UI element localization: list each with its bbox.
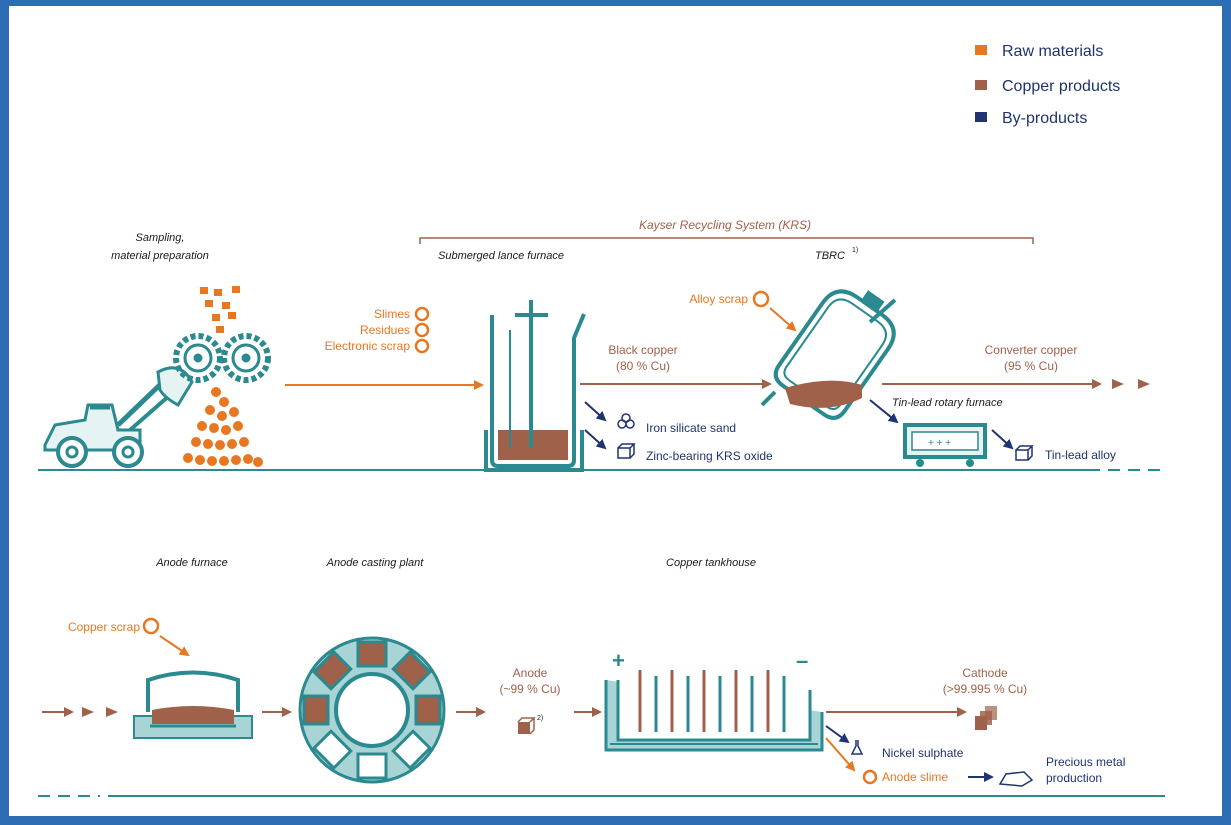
svg-text:+ + +: + + +: [928, 438, 951, 449]
legend: Raw materials Copper products By-product…: [975, 43, 1120, 127]
material-falling-icon: [200, 286, 240, 333]
material-pile-icon: [183, 387, 263, 467]
tin-lead-alloy-label: Tin-lead alloy: [1045, 448, 1116, 462]
flask-icon: [850, 740, 864, 755]
submerged-lance-furnace-icon: [484, 300, 586, 472]
anode-label: Anode: [513, 666, 548, 680]
tbrc-label: TBRC: [815, 250, 845, 262]
sampling-label-1: Sampling,: [136, 232, 185, 244]
alloy-scrap-recycle-icon: [752, 290, 770, 308]
legend-swatch-raw: [975, 45, 987, 55]
anode-slime-arrow: [825, 737, 856, 772]
zinc-oxide-label: Zinc-bearing KRS oxide: [646, 449, 773, 463]
alloy-scrap-arrow: [769, 307, 797, 332]
tin-lead-furnace-icon: + + +: [903, 423, 987, 467]
continuation-arrowheads-bottom: [82, 707, 118, 717]
tin-lead-alloy-arrow: [991, 429, 1014, 450]
tankhouse-label: Copper tankhouse: [666, 557, 756, 569]
legend-swatch-copper: [975, 80, 987, 90]
tbrc-converter-icon: [760, 289, 897, 420]
legend-raw-label: Raw materials: [1002, 43, 1103, 60]
cathode-plates-icon: [975, 706, 997, 730]
wheel-loader-icon: [43, 366, 194, 468]
tbrc-footnote: 1): [852, 247, 858, 254]
krs-bracket: [419, 237, 1034, 244]
continuation-arrowheads-top: [1112, 379, 1150, 389]
recycle-icon: [414, 306, 430, 354]
anode-block-icon: [518, 722, 530, 734]
legend-swatch-by: [975, 112, 987, 122]
plus-electrode-sign: +: [612, 648, 625, 673]
ingot-icon: [998, 771, 1034, 787]
black-copper-label: Black copper: [608, 343, 677, 357]
krs-title: Kayser Recycling System (KRS): [639, 218, 811, 232]
iron-silicate-label: Iron silicate sand: [646, 421, 736, 435]
converter-copper-label: Converter copper: [985, 343, 1078, 357]
anode-casting-label: Anode casting plant: [326, 557, 425, 569]
minus-electrode-sign: –: [796, 648, 808, 673]
precious-label-2: production: [1046, 771, 1102, 785]
anode-furnace-icon: [133, 670, 253, 739]
black-copper-grade: (80 % Cu): [616, 359, 670, 373]
legend-by-label: By-products: [1002, 110, 1087, 127]
nickel-sulphate-label: Nickel sulphate: [882, 746, 964, 760]
copper-scrap-recycle-icon: [142, 617, 160, 635]
nickel-arrow: [825, 725, 850, 744]
converter-copper-grade: (95 % Cu): [1004, 359, 1058, 373]
input-residues-label: Residues: [360, 323, 410, 337]
iron-silicate-icon: [617, 413, 635, 429]
anode-slime-recycle-icon: [862, 769, 878, 785]
tin-lead-alloy-icon: [1015, 445, 1034, 461]
sampling-label-2: material preparation: [111, 250, 209, 262]
precious-label-1: Precious metal: [1046, 755, 1125, 769]
zinc-oxide-arrow: [584, 429, 607, 450]
alloy-scrap-label: Alloy scrap: [689, 292, 748, 306]
submerged-furnace-label: Submerged lance furnace: [438, 250, 564, 262]
cathode-grade: (>99.995 % Cu): [943, 682, 1027, 696]
copper-scrap-arrow: [159, 635, 190, 657]
anode-slime-label: Anode slime: [882, 770, 948, 784]
zinc-oxide-icon: [617, 443, 636, 459]
copper-scrap-label: Copper scrap: [68, 620, 140, 634]
anode-footnote: 2): [537, 715, 543, 722]
anode-grade: (~99 % Cu): [499, 682, 560, 696]
tin-lead-furnace-arrow: [869, 399, 899, 424]
input-slimes-label: Slimes: [374, 307, 410, 321]
anode-furnace-label: Anode furnace: [155, 557, 228, 569]
tankhouse-cell-icon: [604, 670, 824, 752]
cathode-label: Cathode: [962, 666, 1008, 680]
iron-silicate-arrow: [584, 401, 607, 422]
input-electronic-label: Electronic scrap: [325, 339, 411, 353]
crusher-rollers-icon: [173, 333, 271, 383]
anode-block-edge: [517, 717, 536, 735]
legend-copper-label: Copper products: [1002, 78, 1120, 95]
tin-lead-furnace-label: Tin-lead rotary furnace: [892, 397, 1003, 409]
anode-casting-wheel-icon: [298, 636, 446, 784]
